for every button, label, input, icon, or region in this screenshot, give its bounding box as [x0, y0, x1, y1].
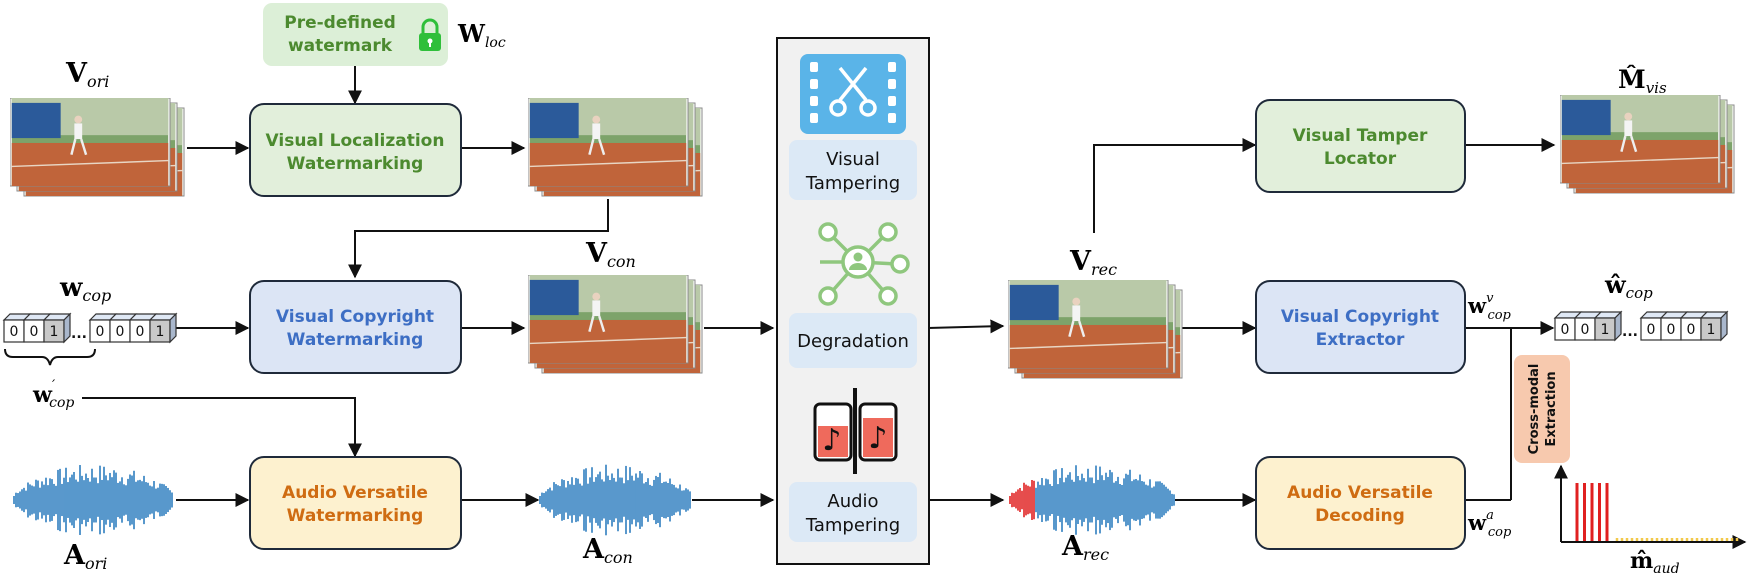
svg-text:Watermarking: Watermarking: [287, 330, 424, 350]
visual-tampering-line1: Visual: [826, 149, 880, 170]
visual-copyright-watermarking-box: Visual Copyright Watermarking: [249, 280, 462, 374]
bit-value: 0: [1561, 322, 1570, 338]
svg-text:Visual Localization: Visual Localization: [266, 131, 445, 151]
audio-waveform-received: [1009, 465, 1175, 535]
visual-tampering-line2: Tampering: [805, 173, 900, 194]
arrow-frames-to-vcw: [348, 199, 609, 279]
v-con-label: Vcon: [585, 238, 636, 271]
visual-localization-watermarking-box: Visual Localization Watermarking: [249, 103, 462, 197]
svg-text:Audio Versatile: Audio Versatile: [1287, 483, 1433, 503]
bit-value: 1: [156, 324, 165, 340]
visual-copyright-extractor-box: Visual Copyright Extractor: [1255, 280, 1466, 374]
arrow-wprime-to-avw: [82, 397, 362, 458]
svg-text:Decoding: Decoding: [1315, 506, 1405, 526]
svg-text:Watermarking: Watermarking: [287, 154, 424, 174]
bit-value: 0: [116, 324, 125, 340]
bit-value: 0: [1581, 322, 1590, 338]
w-cop-hat-label: ŵcop: [1604, 270, 1653, 302]
bit-value: 1: [1601, 322, 1610, 338]
bit-ellipsis-right: ...: [1622, 324, 1638, 340]
bit-value: 0: [1647, 322, 1656, 338]
svg-text:Visual Tamper: Visual Tamper: [1293, 126, 1428, 146]
v-ori-label: Vori: [65, 58, 109, 91]
bit-ellipsis-left: ...: [71, 326, 87, 342]
brace-partial-bits: [4, 348, 96, 366]
video-frames-received: [1008, 280, 1182, 378]
svg-text:♪: ♪: [822, 423, 841, 458]
m-vis-hat-label: M̂vis: [1618, 65, 1667, 97]
video-frames-localized: [528, 98, 702, 196]
bit-value: 1: [50, 324, 59, 340]
bit-value: 1: [1707, 322, 1716, 338]
predefined-watermark-line1: Pre-defined: [284, 13, 396, 33]
audio-tampering-line2: Tampering: [805, 515, 900, 536]
arrow-vrec-to-locator: [1093, 138, 1257, 233]
svg-text:Visual Copyright: Visual Copyright: [276, 307, 434, 327]
bit-value: 0: [1667, 322, 1676, 338]
svg-text:Audio Versatile: Audio Versatile: [282, 483, 428, 503]
bit-value: 0: [136, 324, 145, 340]
predefined-watermark-line2: watermark: [288, 36, 393, 56]
svg-text:Cross-modal: Cross-modal: [1527, 364, 1542, 455]
v-rec-label: Vrec: [1069, 246, 1117, 279]
audio-split-icon: ♪ ♪: [813, 388, 898, 474]
audio-waveform-container: [539, 464, 691, 536]
bit-value: 0: [10, 324, 19, 340]
arrow-attack-to-vrec: [927, 319, 1005, 334]
audio-tampering-line1: Audio: [827, 491, 878, 512]
lock-icon: [419, 18, 441, 51]
audio-waveform-original: [13, 465, 173, 535]
w-cop-label: wcop: [59, 273, 111, 305]
a-con-label: Acon: [582, 534, 633, 567]
audio-message-plot: [1554, 464, 1747, 549]
audio-versatile-decoding-box: Audio Versatile Decoding: [1255, 456, 1466, 550]
tamper-mask-frames: [1560, 95, 1734, 193]
svg-text:♪: ♪: [868, 421, 887, 456]
svg-text:Visual Copyright: Visual Copyright: [1281, 307, 1439, 327]
w-cop-prime-label: w′cop: [32, 378, 74, 411]
cross-modal-extraction-box: Cross-modal Extraction: [1514, 355, 1570, 463]
bit-value: 0: [1687, 322, 1696, 338]
svg-text:Locator: Locator: [1324, 149, 1397, 169]
degradation-label: Degradation: [797, 331, 909, 352]
w-loc-symbol: Wloc: [457, 19, 506, 51]
visual-tamper-locator-box: Visual Tamper Locator: [1255, 99, 1466, 193]
video-frames-container: [528, 275, 702, 373]
a-ori-label: Aori: [63, 540, 107, 573]
attack-panel: Visual Tampering Degradation: [776, 37, 930, 565]
bit-value: 0: [30, 324, 39, 340]
video-frames-original: [10, 98, 184, 196]
svg-text:Extractor: Extractor: [1316, 330, 1405, 350]
audio-versatile-watermarking-box: Audio Versatile Watermarking: [249, 456, 462, 550]
bit-value: 0: [96, 324, 105, 340]
network-user-icon: [818, 222, 910, 306]
film-scissors-icon: [800, 54, 906, 134]
predefined-watermark-box: Pre-defined watermark: [263, 3, 448, 66]
svg-text:Extraction: Extraction: [1544, 371, 1559, 446]
svg-text:Watermarking: Watermarking: [287, 506, 424, 526]
a-rec-label: Arec: [1061, 531, 1109, 564]
m-aud-hat-label: m̂aud: [1630, 548, 1680, 575]
